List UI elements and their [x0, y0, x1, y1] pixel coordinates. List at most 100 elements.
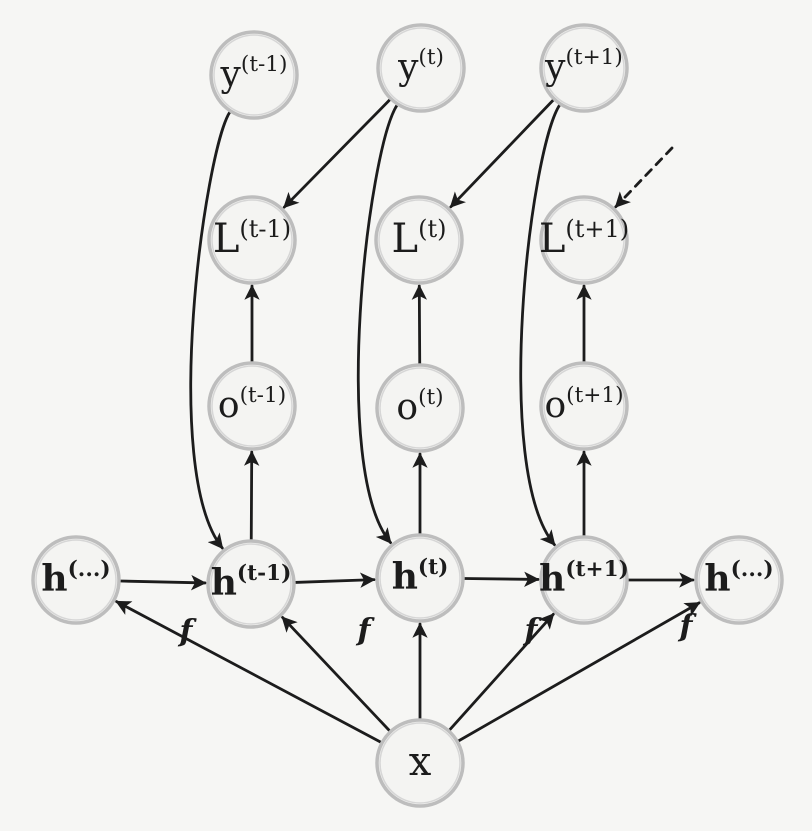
node-label-superscript: (t+1) — [565, 557, 629, 582]
node-circle — [375, 718, 465, 808]
node-circle — [207, 195, 297, 285]
node-label-base: h — [211, 562, 237, 604]
node-label: L(t+1) — [539, 215, 629, 263]
node-label: y(t+1) — [544, 45, 623, 88]
node-label-superscript: (t-1) — [239, 215, 291, 243]
node-h-right: h(...) — [694, 535, 784, 625]
edge-h_left-to-h_prev — [118, 574, 207, 591]
node-label-superscript: (t) — [418, 385, 444, 410]
edge-h_t-to-h_next — [462, 571, 540, 587]
node-circle — [375, 363, 465, 453]
node-x: x — [375, 718, 465, 808]
node-label-superscript: (t+1) — [566, 383, 623, 408]
node-o-prev: o(t-1) — [207, 361, 297, 451]
node-label-superscript: (t+1) — [565, 45, 622, 70]
node-circle-inner — [379, 367, 461, 449]
node-circle — [31, 535, 121, 625]
node-circle-inner — [210, 543, 292, 625]
node-circle — [206, 539, 296, 629]
node-label: h(t+1) — [539, 557, 629, 600]
node-label: y(t-1) — [220, 52, 288, 95]
node-label-base: y — [544, 47, 566, 88]
edge-y_prev-to-h_prev — [189, 110, 232, 550]
node-circle-inner — [211, 365, 293, 447]
node-y-prev: y(t-1) — [209, 30, 299, 120]
node-circle — [694, 535, 784, 625]
edge-y_t-to-h_t — [356, 103, 399, 545]
node-label-base: o — [218, 385, 240, 426]
node-label: y(t) — [397, 45, 444, 88]
node-label-base: h — [704, 558, 730, 600]
node-label: h(t) — [392, 555, 449, 598]
edge-x-to-h_prev — [281, 616, 392, 733]
node-label-superscript: (...) — [68, 557, 111, 582]
node-circle — [207, 361, 297, 451]
edge-y_next-to-h_next — [519, 103, 562, 547]
node-label: o(t-1) — [218, 383, 286, 426]
transition-function-label: f — [678, 609, 698, 644]
node-label: h(...) — [704, 557, 773, 600]
node-label-superscript: (t+1) — [565, 215, 629, 243]
node-y-next: y(t+1) — [539, 23, 629, 113]
node-label-base: h — [392, 556, 418, 598]
node-label-base: h — [41, 558, 67, 600]
node-circle — [209, 30, 299, 120]
node-label-base: o — [396, 387, 418, 428]
node-label: h(t-1) — [211, 561, 292, 604]
node-label-base: y — [220, 54, 242, 95]
node-circle-inner — [379, 722, 461, 804]
node-label: L(t) — [392, 215, 447, 263]
node-circle-inner — [543, 27, 625, 109]
node-h-left: h(...) — [31, 535, 121, 625]
node-label-superscript: (t-1) — [240, 383, 287, 408]
node-label-superscript: (...) — [731, 557, 774, 582]
node-L-prev: L(t-1) — [207, 195, 297, 285]
node-label: o(t+1) — [544, 383, 623, 426]
node-label: o(t) — [396, 385, 443, 428]
node-label: h(...) — [41, 557, 110, 600]
node-label-base: L — [539, 216, 566, 262]
edge-x-to-h_left — [115, 600, 383, 744]
node-h-next: h(t+1) — [539, 535, 629, 625]
node-label: x — [409, 739, 432, 785]
node-h-t: h(t) — [375, 533, 465, 623]
node-circle — [374, 195, 464, 285]
node-L-t: L(t) — [374, 195, 464, 285]
node-circle — [539, 535, 629, 625]
node-L-next: L(t+1) — [539, 195, 629, 285]
node-circle-inner — [543, 539, 625, 621]
node-o-next: o(t+1) — [539, 361, 629, 451]
edge-incoming-to-L_next — [614, 146, 674, 209]
node-circle-inner — [213, 34, 295, 116]
node-label-superscript: (t-1) — [241, 52, 288, 77]
node-h-prev: h(t-1) — [206, 539, 296, 629]
node-label-base: L — [213, 216, 240, 262]
edge-y_t-to-L_prev — [282, 97, 392, 209]
node-circle — [539, 361, 629, 451]
node-label-base: L — [392, 216, 419, 262]
node-label-superscript: (t) — [418, 555, 448, 580]
edge-x-to-h_right — [456, 601, 701, 743]
node-label-base: y — [397, 47, 419, 88]
node-circle-inner — [698, 539, 780, 621]
node-label: L(t-1) — [213, 215, 291, 263]
nodes: y(t-1)y(t)y(t+1)L(t-1)L(t)L(t+1)o(t-1)o(… — [31, 23, 784, 808]
node-circle-inner — [379, 537, 461, 619]
node-circle — [376, 23, 466, 113]
node-circle — [539, 195, 629, 285]
node-circle — [539, 23, 629, 113]
node-label-superscript: (t-1) — [237, 561, 291, 586]
edge-y_next-to-L_t — [449, 98, 555, 209]
node-o-t: o(t) — [375, 363, 465, 453]
node-label-base: o — [544, 385, 566, 426]
node-circle-inner — [35, 539, 117, 621]
node-label-superscript: (t) — [418, 45, 444, 70]
node-circle — [375, 533, 465, 623]
edge-h_prev-to-h_t — [293, 572, 376, 588]
node-circle-inner — [380, 27, 462, 109]
node-circle-inner — [543, 199, 625, 281]
node-label-base: x — [409, 739, 432, 785]
node-y-t: y(t) — [376, 23, 466, 113]
node-circle-inner — [378, 199, 460, 281]
